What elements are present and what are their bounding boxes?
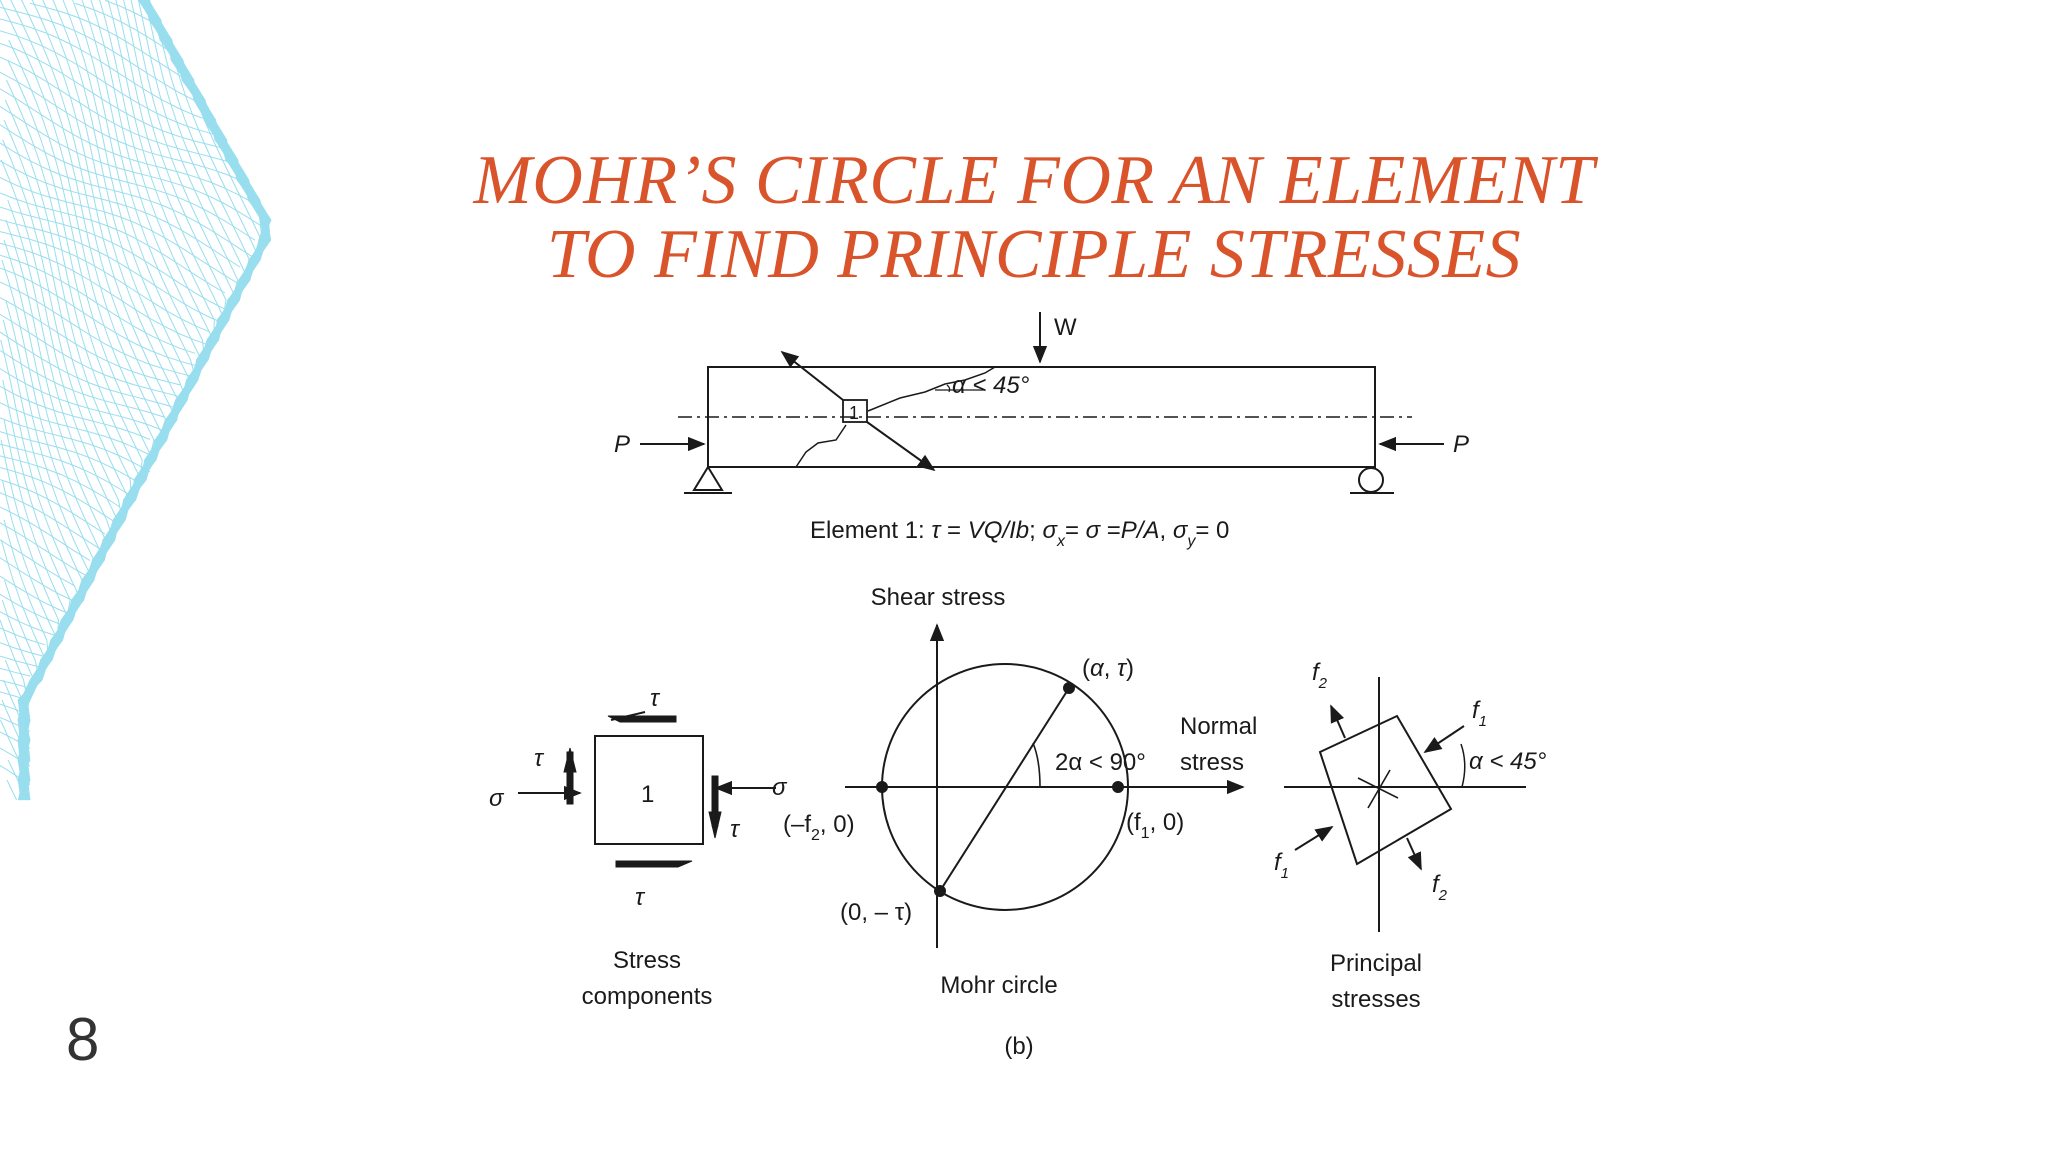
stress-element-label: 1 (641, 781, 654, 808)
force-label-left: P (614, 431, 630, 458)
sigma-left-label: σ (489, 785, 505, 812)
mohr-angle-label: 2α < 90° (1055, 749, 1146, 776)
shear-stress-label: Shear stress (871, 584, 1006, 611)
stress-element (594, 735, 704, 845)
stress-components-figure (518, 711, 776, 868)
shear-arrow-bottom (615, 860, 693, 868)
mohr-circle-figure (845, 623, 1245, 948)
point-f2-label: (–f2, 0) (783, 811, 855, 844)
point-alpha-tau-label: (α, τ) (1082, 655, 1134, 682)
figure-label: (b) (1004, 1033, 1033, 1060)
normal-stress-label-1: Normal (1180, 713, 1257, 740)
mohr-circle-caption: Mohr circle (940, 972, 1057, 999)
principal-arrow-down (866, 421, 936, 472)
tau-left-label: τ (534, 745, 545, 772)
principal-angle-label: α < 45° (1469, 748, 1547, 775)
stress-components-caption-1: Stress (613, 947, 681, 974)
f1-right-label: f1 (1472, 697, 1487, 730)
crack-line-upper (867, 366, 996, 412)
load-label: W (1054, 314, 1077, 341)
f2-arrow-down (1406, 837, 1422, 871)
slide-number: 8 (66, 1006, 100, 1073)
beam-angle-label: α < 45° (952, 372, 1030, 399)
f2-arrow-up (1330, 704, 1346, 739)
f2-top-label: f2 (1312, 659, 1328, 692)
point-alpha-tau (1063, 682, 1075, 694)
point-f1 (1112, 781, 1124, 793)
f1-left-label: f1 (1274, 849, 1289, 882)
angle-arc (1032, 742, 1041, 788)
crack-line-lower (795, 424, 847, 468)
roller-support-icon (1358, 467, 1384, 493)
point-f2 (876, 781, 888, 793)
force-label-right: P (1453, 431, 1469, 458)
principal-stresses-figure (1284, 677, 1526, 932)
principal-caption-2: stresses (1331, 986, 1420, 1013)
stress-components-caption-2: components (582, 983, 713, 1010)
point-zero-tau-label: (0, – τ) (840, 899, 912, 926)
normal-stress-label-2: stress (1180, 749, 1244, 776)
point-f1-label: (f1, 0) (1126, 809, 1184, 842)
beam-element-label: 1 (849, 403, 859, 423)
point-zero-tau (934, 885, 946, 897)
f1-arrow-left (1294, 826, 1334, 851)
slide-title-line-2: TO FIND PRINCIPLE STRESSES (546, 216, 1522, 293)
beam-figure (640, 312, 1444, 494)
rotated-element (1318, 714, 1453, 866)
tau-top-label: τ (650, 685, 661, 712)
tau-bottom-label: τ (635, 884, 646, 911)
wireframe-decoration (0, 0, 272, 801)
pin-support-icon (692, 465, 724, 491)
tau-right-label: τ (730, 816, 741, 843)
f1-arrow-right (1423, 725, 1465, 753)
slide-title-line-1: MOHR’S CIRCLE FOR AN ELEMENT (473, 142, 1595, 219)
circle-diameter (939, 687, 1070, 892)
f2-bottom-label: f2 (1432, 871, 1448, 904)
principal-caption-1: Principal (1330, 950, 1422, 977)
principal-arrow-up (780, 350, 844, 401)
beam-caption: Element 1: τ = VQ/Ib; σx= σ =P/A, σy= 0 (810, 517, 1229, 550)
beam-element-1 (842, 399, 868, 423)
sigma-right-label: σ (772, 774, 788, 801)
